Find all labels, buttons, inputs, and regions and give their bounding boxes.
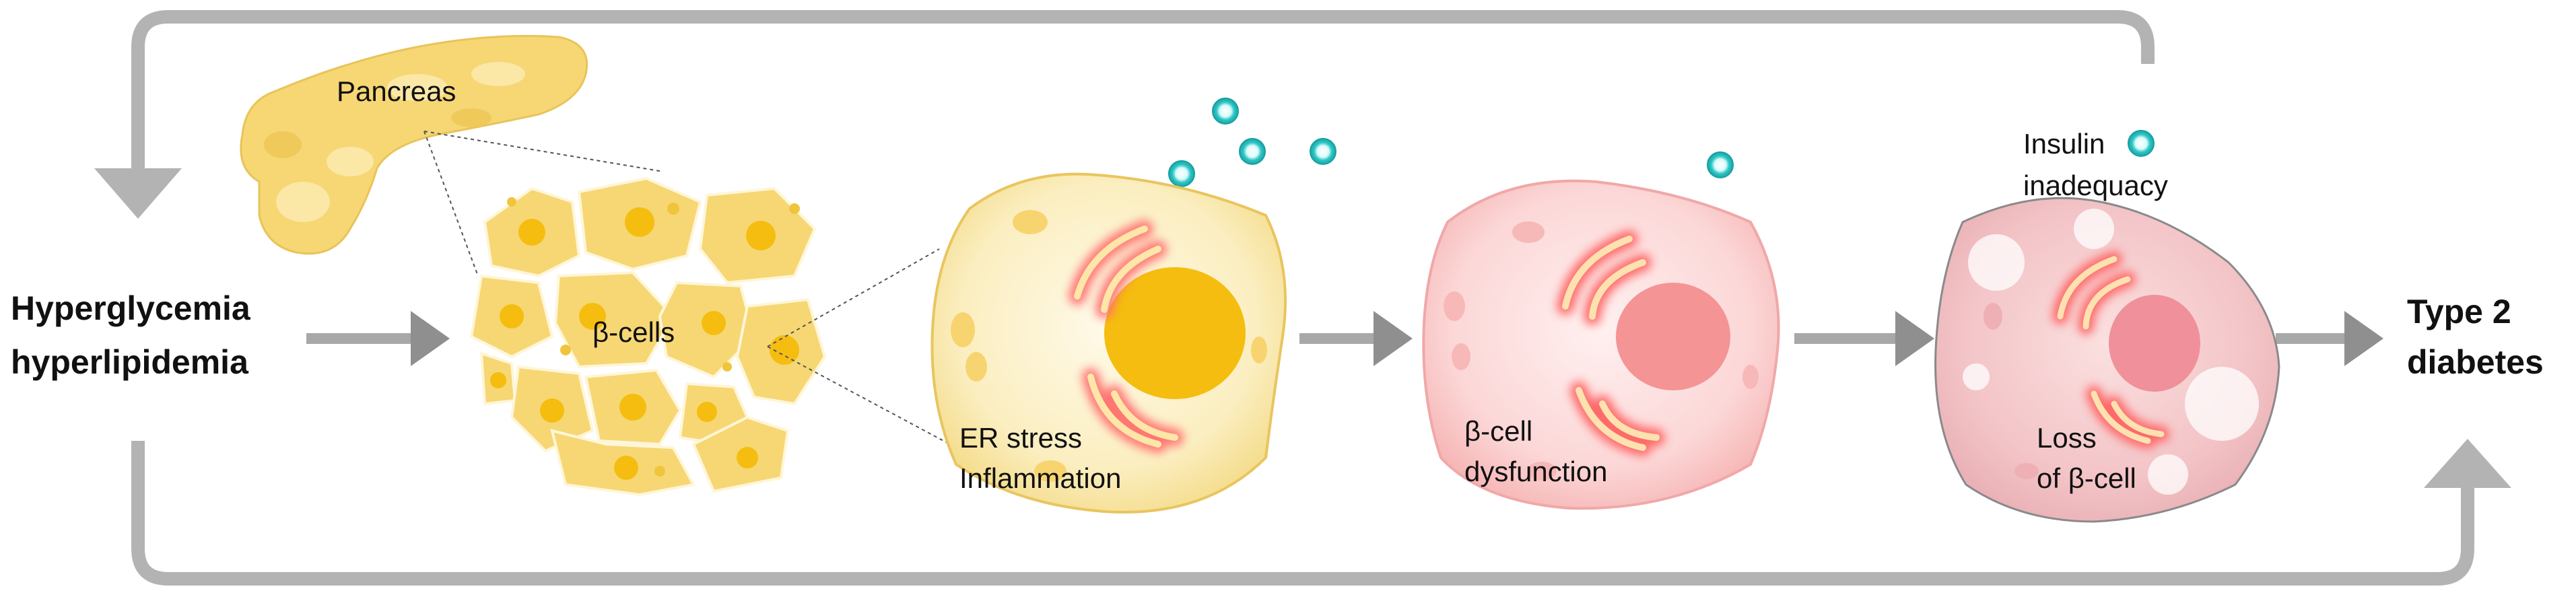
stage2-label-line1: β-cell: [1464, 415, 1532, 447]
insulin-label-line1: Insulin: [2023, 128, 2105, 160]
output-label-line2: diabetes: [2407, 343, 2544, 381]
input-label-line1: Hyperglycemia: [11, 289, 251, 327]
stage3-cell: [1934, 197, 2280, 523]
stage2-nucleus: [1616, 283, 1730, 390]
flow-arrow-1: [306, 311, 450, 366]
pancreas-organ: [240, 34, 588, 255]
stage1-label-line1: ER stress: [959, 422, 1082, 454]
stage1-cell: [930, 172, 1287, 514]
flow-arrow-3: [1794, 311, 1934, 366]
beta-cells-label: β-cells: [592, 316, 675, 348]
beta-cell-cluster: [469, 176, 827, 497]
stage1-er: [1069, 220, 1184, 453]
insulin-label-line2: inadequacy: [2023, 170, 2168, 201]
flow-arrow-2: [1299, 311, 1413, 366]
stage2-label-line2: dysfunction: [1464, 456, 1607, 487]
stage1-label-line2: Inflammation: [959, 462, 1121, 494]
flow-arrow-4: [2276, 311, 2383, 366]
input-label-line2: hyperlipidemia: [11, 343, 249, 381]
stage3-nucleus: [2109, 295, 2200, 392]
stage3-label-line2: of β-cell: [2037, 462, 2136, 494]
feedback-arrow-top: [94, 10, 2155, 219]
feedback-arrow-bottom: [131, 439, 2511, 586]
stage1-nucleus: [1104, 267, 1246, 399]
insulin-legend-icon: [2128, 130, 2155, 157]
pancreas-zoom-lines: [423, 131, 664, 277]
stage3-er: [2052, 251, 2169, 449]
cell-zoom-lines: [767, 248, 957, 448]
stage2-cell: [1422, 179, 1780, 510]
pancreas-label: Pancreas: [337, 75, 456, 107]
output-label-line1: Type 2: [2407, 293, 2511, 330]
stage2-er: [1557, 230, 1665, 456]
stage3-label-line1: Loss: [2037, 422, 2097, 454]
